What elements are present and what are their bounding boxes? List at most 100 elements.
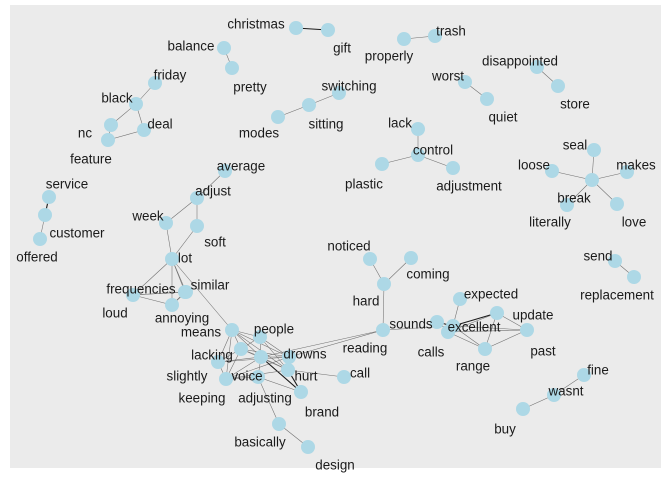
node-sounds bbox=[430, 315, 444, 329]
edge-update-excellent bbox=[452, 312, 498, 327]
node-label-adjusting: adjusting bbox=[238, 391, 292, 406]
edge-hurt-call bbox=[287, 369, 345, 378]
node-calls bbox=[441, 325, 455, 339]
node-label-basically: basically bbox=[234, 435, 286, 450]
node-noticed bbox=[363, 252, 377, 266]
node-call bbox=[337, 370, 351, 384]
node-label-drowns: drowns bbox=[283, 347, 326, 362]
node-service bbox=[42, 190, 56, 204]
node-label-christmas: christmas bbox=[227, 17, 285, 32]
node-pretty bbox=[225, 61, 239, 75]
node-disappointed bbox=[530, 60, 544, 74]
node-trash bbox=[428, 29, 442, 43]
node-modes bbox=[271, 110, 285, 124]
node-nc bbox=[104, 118, 118, 132]
node-customer bbox=[38, 208, 52, 222]
node-label-store: store bbox=[560, 97, 590, 112]
edge-lot-loud bbox=[132, 258, 173, 296]
node-label-adjust: adjust bbox=[195, 184, 231, 199]
node-label-plastic: plastic bbox=[345, 177, 383, 192]
node-label-black: black bbox=[101, 91, 133, 106]
node-worst bbox=[458, 75, 472, 89]
edge-slightly-voice bbox=[217, 356, 262, 363]
node-label-balance: balance bbox=[168, 39, 215, 54]
node-control bbox=[411, 148, 425, 162]
node-christmas bbox=[289, 21, 303, 35]
edge-means-keeping bbox=[225, 329, 233, 380]
edge-reading-drowns bbox=[288, 329, 384, 358]
node-love bbox=[610, 197, 624, 211]
node-label-average: average bbox=[217, 159, 265, 174]
node-friday bbox=[148, 76, 162, 90]
node-label-brand: brand bbox=[305, 405, 339, 420]
edge-hard-reading bbox=[382, 283, 385, 331]
node-coming bbox=[404, 251, 418, 265]
node-offered bbox=[33, 232, 47, 246]
plot-panel bbox=[10, 5, 661, 468]
node-label-sitting: sitting bbox=[309, 117, 344, 132]
node-lot bbox=[165, 252, 179, 266]
node-past bbox=[520, 323, 534, 337]
node-label-nc: nc bbox=[78, 126, 92, 141]
node-similar bbox=[179, 285, 193, 299]
node-reading bbox=[376, 323, 390, 337]
node-label-break: break bbox=[557, 191, 591, 206]
node-layer bbox=[33, 21, 641, 454]
node-label-coming: coming bbox=[406, 267, 449, 282]
node-label-people: people bbox=[254, 322, 294, 337]
node-plastic bbox=[375, 157, 389, 171]
node-break bbox=[585, 173, 599, 187]
node-label-control: control bbox=[413, 143, 453, 158]
node-label-send: send bbox=[583, 249, 612, 264]
node-brand bbox=[294, 385, 308, 399]
node-label-adjustment: adjustment bbox=[436, 179, 502, 194]
edge-lot-means bbox=[171, 258, 233, 331]
edge-adjusting-basically bbox=[257, 376, 280, 425]
node-design bbox=[301, 440, 315, 454]
node-label-expected: expected bbox=[464, 287, 518, 302]
node-quiet bbox=[480, 92, 494, 106]
node-label-past: past bbox=[530, 344, 556, 359]
node-update bbox=[490, 306, 504, 320]
node-annoying bbox=[165, 298, 179, 312]
node-label-buy: buy bbox=[494, 422, 516, 437]
node-slightly bbox=[211, 355, 225, 369]
node-sitting bbox=[302, 98, 316, 112]
node-means bbox=[225, 323, 239, 337]
node-fine bbox=[577, 368, 591, 382]
node-lacking bbox=[234, 342, 248, 356]
node-label-gift: gift bbox=[333, 41, 351, 56]
node-label-sounds: sounds bbox=[389, 317, 432, 332]
node-label-wasnt: wasnt bbox=[548, 384, 584, 399]
node-send bbox=[608, 254, 622, 268]
node-label-means: means bbox=[181, 325, 221, 340]
node-store bbox=[551, 79, 565, 93]
node-feature bbox=[101, 133, 115, 147]
node-label-literally: literally bbox=[529, 215, 571, 230]
node-label-offered: offered bbox=[16, 250, 57, 265]
node-people bbox=[253, 330, 267, 344]
node-label-annoying: annoying bbox=[155, 311, 209, 326]
node-label-deal: deal bbox=[147, 117, 172, 132]
node-soft bbox=[190, 219, 204, 233]
edge-drowns-keeping bbox=[225, 356, 290, 380]
node-average bbox=[218, 164, 232, 178]
edge-people-hurt bbox=[259, 336, 289, 371]
node-label-customer: customer bbox=[49, 226, 105, 241]
node-keeping bbox=[219, 372, 233, 386]
node-black bbox=[129, 97, 143, 111]
node-label-makes: makes bbox=[616, 158, 656, 173]
node-seal bbox=[587, 143, 601, 157]
node-literally bbox=[560, 198, 574, 212]
node-week bbox=[159, 216, 173, 230]
edge-adjusting-brand bbox=[257, 376, 302, 393]
node-label-call: call bbox=[350, 366, 370, 381]
node-label-slightly: slightly bbox=[167, 369, 208, 384]
node-label-lack: lack bbox=[388, 116, 412, 131]
node-label-similar: similar bbox=[191, 278, 230, 293]
node-label-fine: fine bbox=[587, 363, 609, 378]
edge-excellent-past bbox=[452, 325, 528, 331]
node-adjustment bbox=[446, 161, 460, 175]
node-label-friday: friday bbox=[154, 68, 187, 83]
node-label-lot: lot bbox=[178, 251, 192, 266]
